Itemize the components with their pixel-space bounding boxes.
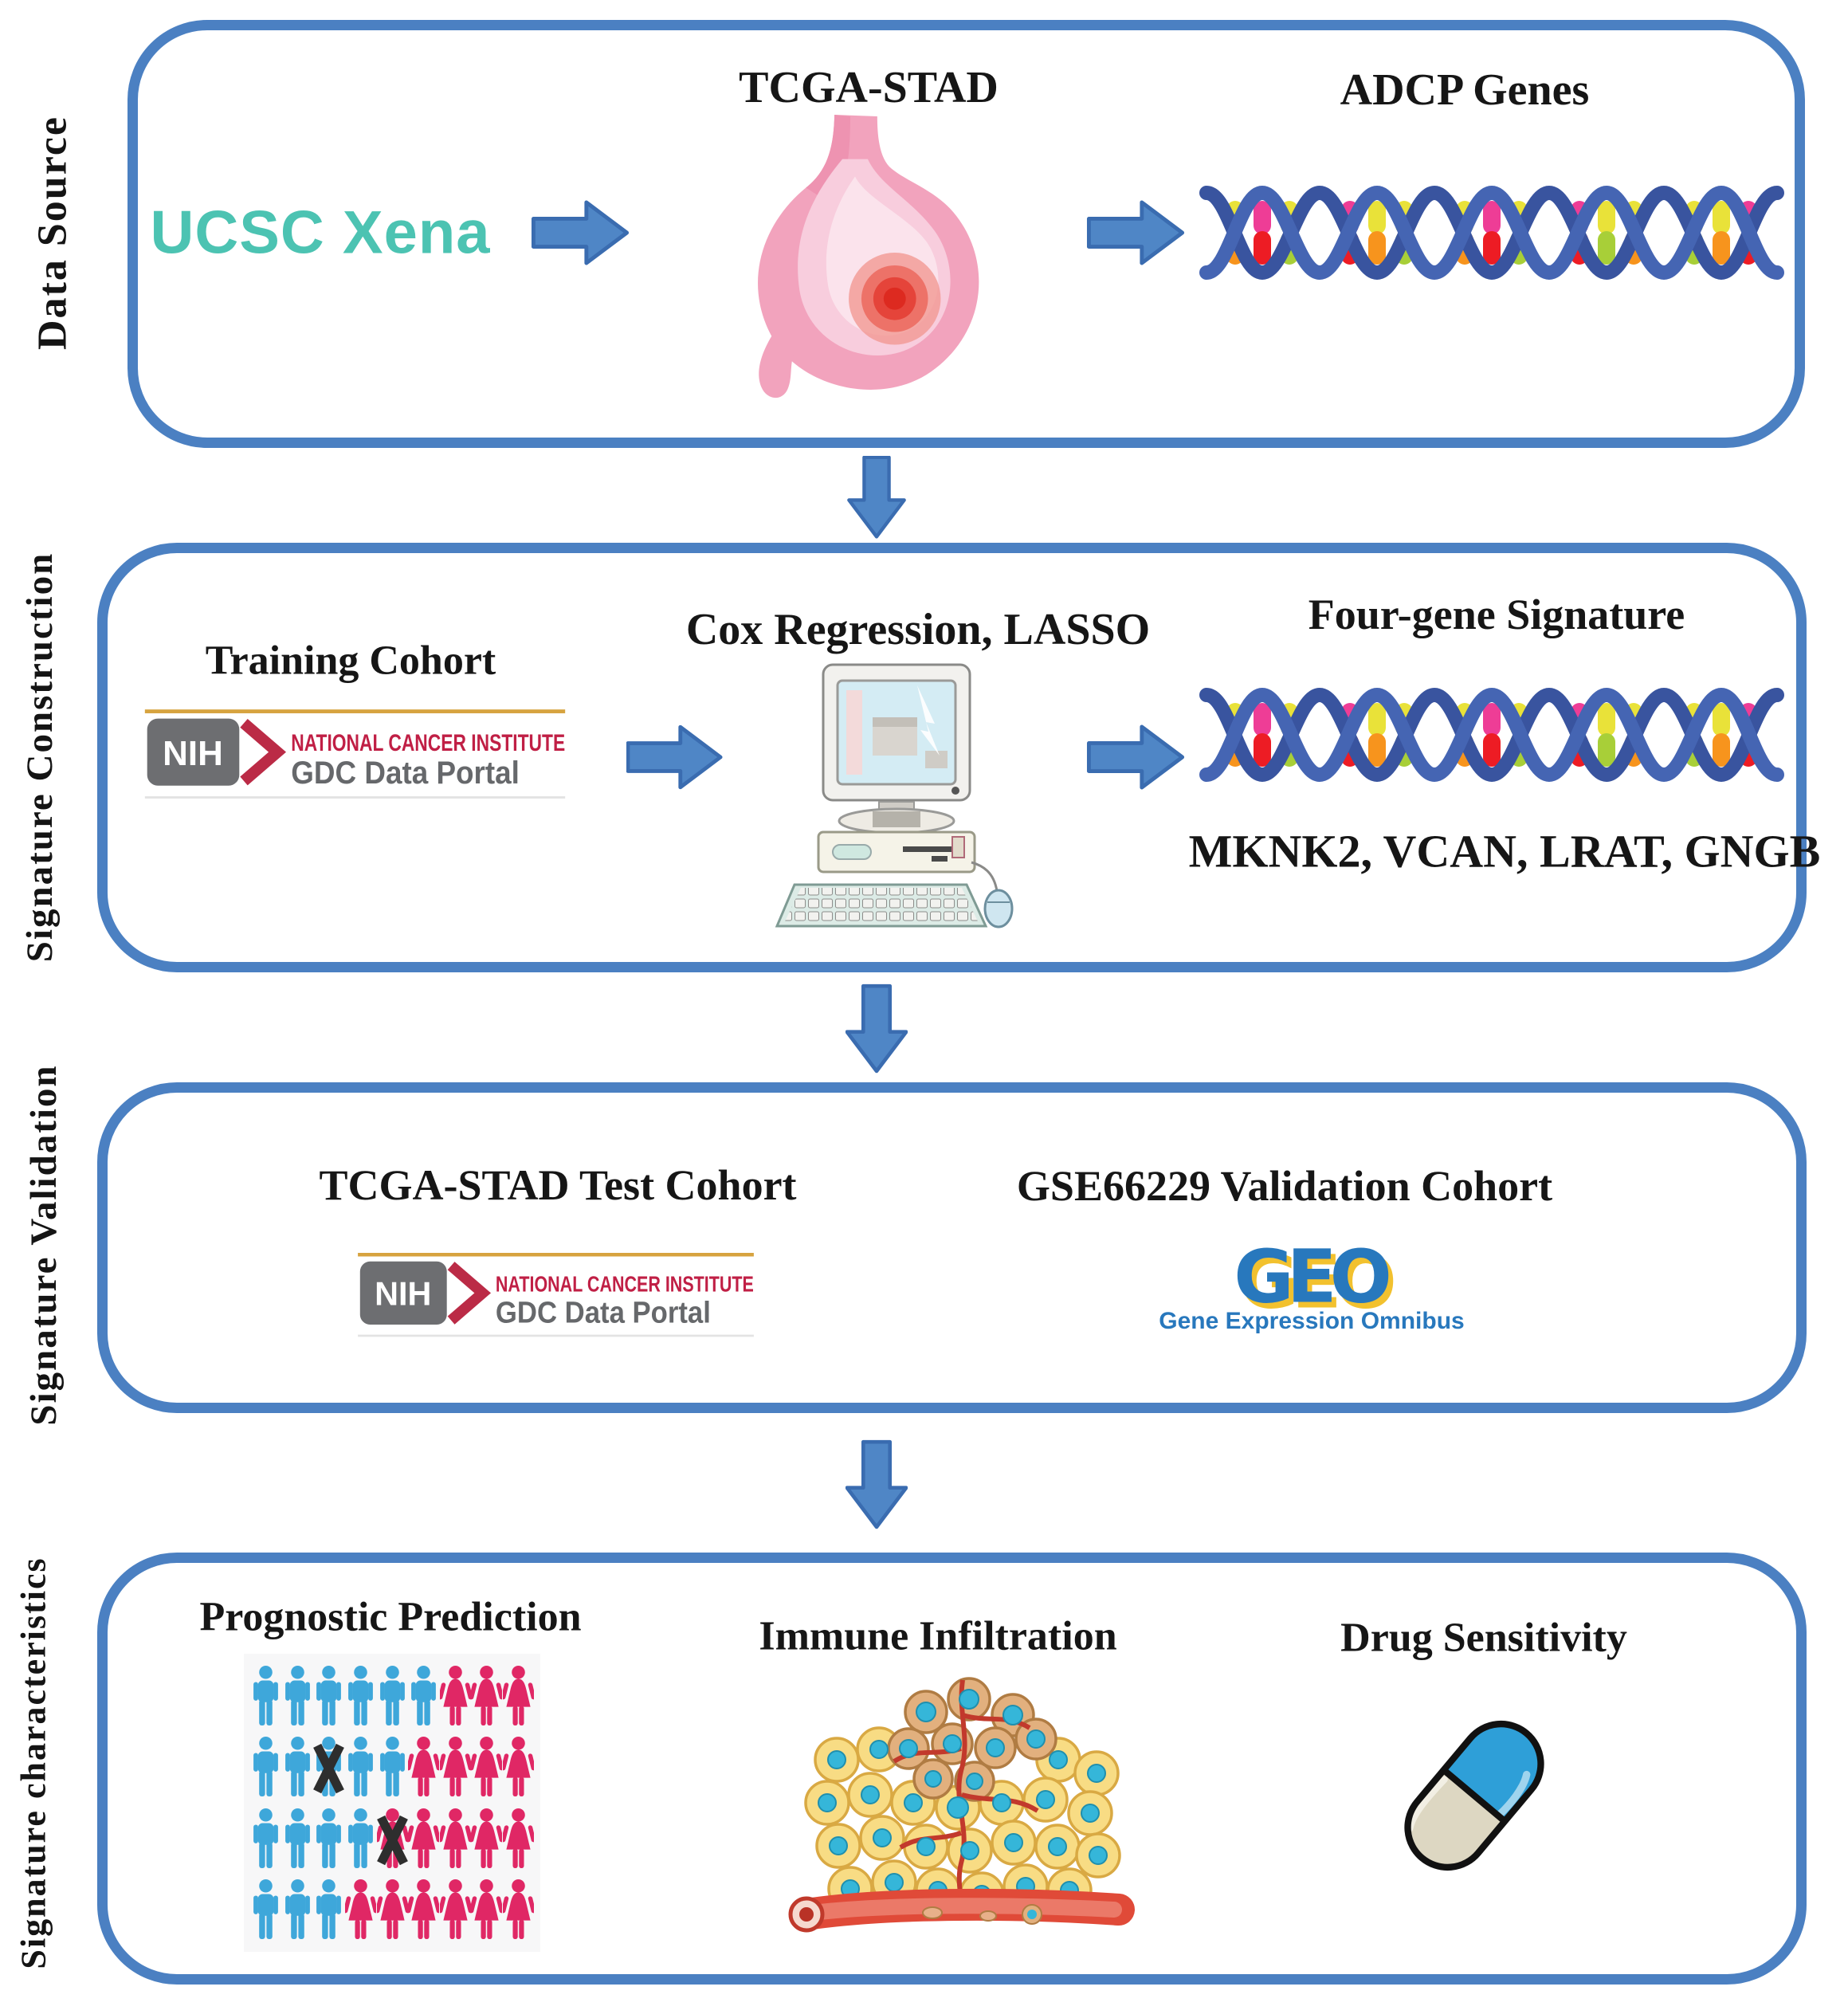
deceased-x-icon bbox=[376, 1815, 408, 1865]
female-person-icon bbox=[471, 1663, 502, 1729]
deceased-x-icon bbox=[313, 1744, 345, 1794]
prognostic-prediction-label: Prognostic Prediction bbox=[199, 1594, 582, 1640]
tcga-stad-label: TCGA-STAD bbox=[739, 63, 999, 112]
geo-logo: GEO bbox=[1234, 1234, 1392, 1320]
male-person-icon bbox=[377, 1663, 408, 1729]
population-grid bbox=[244, 1654, 540, 1952]
gdc-data-portal-logo: NIH NATIONAL CANCER INSTITUTE GDC Data P… bbox=[144, 709, 566, 799]
male-person-icon bbox=[250, 1734, 281, 1800]
nci-text: NATIONAL CANCER INSTITUTE bbox=[496, 1272, 754, 1297]
female-person-icon bbox=[377, 1877, 408, 1942]
female-person-icon bbox=[503, 1734, 534, 1800]
section-label-data-source: Data Source bbox=[29, 115, 76, 351]
male-person-icon bbox=[250, 1877, 281, 1942]
nih-badge-text: NIH bbox=[375, 1276, 431, 1313]
male-person-icon bbox=[282, 1806, 313, 1871]
gdc-portal-text: GDC Data Portal bbox=[496, 1296, 711, 1329]
female-person-icon bbox=[408, 1734, 439, 1800]
arrow-down-icon bbox=[846, 456, 908, 539]
nih-chevron-icon bbox=[240, 718, 287, 786]
male-person-icon bbox=[282, 1734, 313, 1800]
geo-logo-subtitle: Gene Expression Omnibus bbox=[1159, 1308, 1465, 1334]
dna-helix-icon bbox=[1199, 185, 1784, 281]
male-person-icon bbox=[282, 1663, 313, 1729]
box-signature-validation bbox=[97, 1082, 1807, 1413]
tissue-illustration bbox=[788, 1677, 1135, 1933]
male-person-icon bbox=[345, 1806, 376, 1871]
female-person-icon bbox=[503, 1806, 534, 1871]
female-person-icon bbox=[503, 1663, 534, 1729]
gene-list-label: MKNK2, VCAN, LRAT, GNGB bbox=[1188, 825, 1821, 877]
arrow-right-icon bbox=[626, 724, 724, 791]
female-person-icon bbox=[440, 1734, 471, 1800]
capsule-icon bbox=[1404, 1720, 1544, 1871]
adcp-genes-label: ADCP Genes bbox=[1340, 65, 1590, 115]
arrow-right-icon bbox=[530, 199, 632, 266]
arrow-right-icon bbox=[1085, 724, 1187, 791]
male-person-icon bbox=[408, 1663, 439, 1729]
stomach-cancer-illustration bbox=[758, 114, 979, 398]
population-row bbox=[250, 1806, 534, 1871]
dna-helix-icon bbox=[1199, 687, 1784, 783]
section-label-signature-construction: Signature Construction bbox=[19, 552, 61, 963]
immune-infiltration-label: Immune Infiltration bbox=[759, 1613, 1117, 1659]
nih-badge-text: NIH bbox=[163, 734, 223, 773]
male-person-icon bbox=[313, 1877, 344, 1942]
cox-lasso-label: Cox Regression, LASSO bbox=[685, 605, 1151, 654]
drug-sensitivity-label: Drug Sensitivity bbox=[1340, 1615, 1627, 1661]
female-person-icon bbox=[471, 1734, 502, 1800]
population-row bbox=[250, 1663, 534, 1729]
male-person-icon bbox=[250, 1806, 281, 1871]
ucsc-xena-logo: UCSC Xena bbox=[150, 198, 491, 267]
female-person-icon bbox=[440, 1663, 471, 1729]
female-person-icon bbox=[440, 1806, 471, 1871]
female-person-icon bbox=[408, 1877, 439, 1942]
arrow-down-icon bbox=[846, 1425, 908, 1545]
male-person-icon bbox=[377, 1734, 408, 1800]
population-row bbox=[250, 1877, 534, 1942]
section-label-signature-validation: Signature Validation bbox=[23, 1064, 65, 1426]
female-person-icon bbox=[503, 1877, 534, 1942]
female-person-icon bbox=[377, 1806, 408, 1871]
population-row bbox=[250, 1734, 534, 1800]
section-label-signature-characteristics: Signature characteristics bbox=[14, 1557, 53, 1969]
training-cohort-label: Training Cohort bbox=[205, 638, 496, 684]
tcga-test-cohort-label: TCGA-STAD Test Cohort bbox=[319, 1161, 797, 1209]
female-person-icon bbox=[440, 1877, 471, 1942]
female-person-icon bbox=[408, 1806, 439, 1871]
nih-chevron-icon bbox=[447, 1262, 492, 1325]
male-person-icon bbox=[282, 1877, 313, 1942]
male-person-icon bbox=[313, 1806, 344, 1871]
gdc-data-portal-logo: NIH NATIONAL CANCER INSTITUTE GDC Data P… bbox=[358, 1253, 754, 1337]
gdc-portal-text: GDC Data Portal bbox=[291, 755, 520, 791]
male-person-icon bbox=[313, 1663, 344, 1729]
female-person-icon bbox=[471, 1806, 502, 1871]
computer-icon bbox=[775, 663, 1014, 928]
male-person-icon bbox=[345, 1663, 376, 1729]
male-person-icon bbox=[250, 1663, 281, 1729]
arrow-right-icon bbox=[1085, 199, 1187, 266]
gse-validation-cohort-label: GSE66229 Validation Cohort bbox=[1016, 1162, 1553, 1210]
male-person-icon bbox=[313, 1734, 345, 1800]
nih-badge bbox=[147, 718, 240, 786]
arrow-down-icon bbox=[846, 980, 908, 1078]
nih-badge bbox=[359, 1261, 447, 1325]
male-person-icon bbox=[345, 1734, 376, 1800]
four-gene-signature-label: Four-gene Signature bbox=[1308, 591, 1685, 638]
nci-text: NATIONAL CANCER INSTITUTE bbox=[291, 730, 565, 756]
female-person-icon bbox=[345, 1877, 376, 1942]
female-person-icon bbox=[471, 1877, 502, 1942]
